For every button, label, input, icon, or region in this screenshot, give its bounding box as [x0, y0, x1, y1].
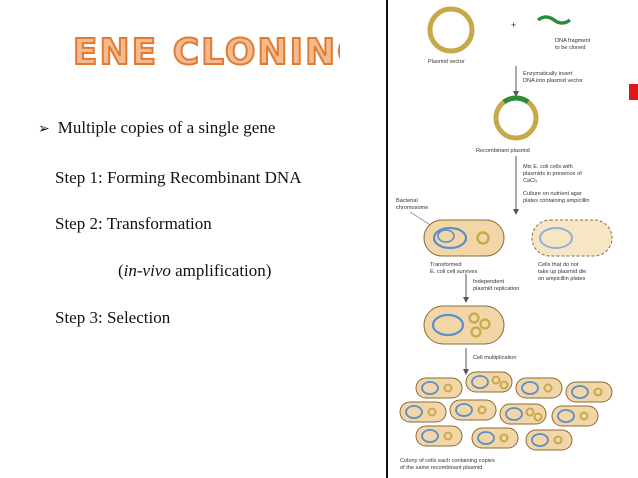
arrow-bullet-icon: ➢ [38, 121, 50, 137]
vertical-divider [386, 0, 388, 478]
bacterial-chromosome [432, 226, 468, 250]
slide-title: GENE CLONING [70, 31, 340, 74]
cell-plasmid [476, 231, 490, 245]
in-vivo-italic: in-vivo [123, 261, 171, 280]
slide-title-text: GENE CLONING [70, 32, 340, 73]
replicated-plasmid [479, 318, 491, 330]
chromosome-pointer [409, 211, 433, 227]
replicated-plasmid [470, 326, 482, 338]
inserted-dna-segment [502, 95, 530, 105]
replicated-chromosome [431, 313, 465, 337]
plasmid-vector [427, 6, 475, 54]
bacterial-chromosome-loop [437, 229, 455, 243]
bullet-text: Multiple copies of a single gene [57, 118, 276, 137]
step-2-note: (in-vivo amplification) [118, 261, 272, 280]
untransformed-chromosome [539, 227, 573, 249]
dna-fragment [536, 15, 572, 25]
multiplication-step-label: Cell multiplication [473, 355, 517, 361]
bacterial-colony [399, 371, 613, 451]
recombinant-plasmid [493, 95, 539, 141]
recombinant-plasmid-label: Recombinant plasmid [476, 148, 530, 154]
transformed-cell [423, 219, 505, 257]
accent-bar [629, 84, 638, 100]
replicated-plasmid [468, 312, 480, 324]
plasmid-vector-label: Plasmid vector [428, 59, 465, 65]
bullet-item: ➢ Multiple copies of a single gene [38, 118, 275, 138]
plus-sign: + [511, 20, 516, 30]
step-2: Step 2: Transformation [55, 214, 212, 233]
step-1: Step 1: Forming Recombinant DNA [55, 168, 302, 187]
step-3: Step 3: Selection [55, 308, 171, 327]
